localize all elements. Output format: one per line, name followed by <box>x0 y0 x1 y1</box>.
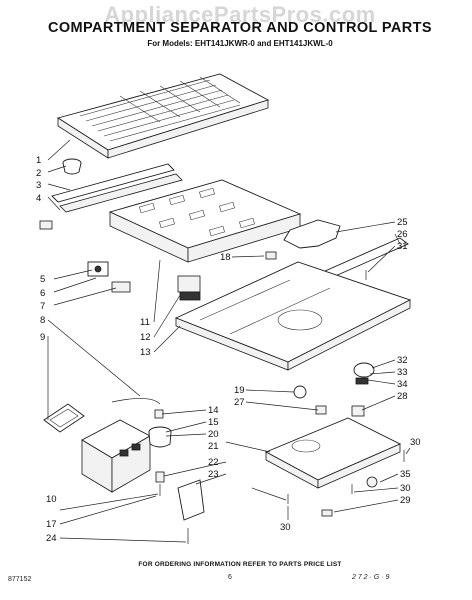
control-housing <box>81 419 151 493</box>
front-strip <box>51 163 183 213</box>
callout-7: 7 <box>40 301 45 312</box>
base-pan <box>264 417 402 489</box>
callout-33: 33 <box>397 367 408 378</box>
control-block <box>177 275 201 301</box>
callout-18: 18 <box>220 252 231 263</box>
callout-1: 1 <box>36 155 41 166</box>
callout-19: 19 <box>234 385 245 396</box>
freezer-liner <box>174 261 412 371</box>
capillary-tube <box>111 398 161 405</box>
callout-11: 11 <box>140 317 150 328</box>
leader-lines <box>47 139 411 543</box>
callout-13: 13 <box>140 347 151 358</box>
callout-31: 31 <box>397 241 408 252</box>
callout-34: 34 <box>397 379 408 390</box>
callout-5: 5 <box>40 274 45 285</box>
callout-35: 35 <box>400 469 411 480</box>
callout-12: 12 <box>140 332 151 343</box>
compartment-separator <box>108 179 302 263</box>
callout-27: 27 <box>234 397 245 408</box>
callout-28: 28 <box>397 391 408 402</box>
callout-24: 24 <box>46 533 57 544</box>
diagram-title: COMPARTMENT SEPARATOR AND CONTROL PARTS <box>47 20 432 36</box>
callout-3: 3 <box>36 180 41 191</box>
ordering-note: FOR ORDERING INFORMATION REFER TO PARTS … <box>138 561 342 568</box>
shelf-grille <box>56 73 270 159</box>
diagram-code: 877152 <box>8 576 32 583</box>
callout-9: 9 <box>40 332 45 343</box>
thermostat-bracket <box>87 261 131 293</box>
callout-14: 14 <box>208 405 219 416</box>
page-number: 6 <box>228 574 232 581</box>
callout-4: 4 <box>36 193 41 204</box>
callout-15: 15 <box>208 417 219 428</box>
callout-labels: 1 2 3 4 5 6 7 8 9 10 11 12 13 14 15 17 1… <box>36 155 421 544</box>
screws <box>159 270 405 544</box>
callout-10: 10 <box>46 494 57 505</box>
watermark: AppliancePartsPros.com <box>104 2 376 27</box>
callout-25: 25 <box>397 217 408 228</box>
callout-30c: 30 <box>280 522 291 533</box>
gasket <box>43 403 85 433</box>
callout-32: 32 <box>397 355 408 366</box>
callout-8: 8 <box>40 315 45 326</box>
callout-23: 23 <box>208 469 219 480</box>
callout-6: 6 <box>40 288 45 299</box>
callout-17: 17 <box>46 519 57 530</box>
damper-parts <box>293 362 375 417</box>
model-numbers: For Models: EHT141JKWR-0 and EHT141JKWL-… <box>147 39 333 48</box>
thermostat-assembly <box>148 409 172 483</box>
air-diffuser <box>283 219 341 249</box>
callout-29: 29 <box>400 495 411 506</box>
callout-30a: 30 <box>410 437 421 448</box>
callout-20: 20 <box>208 429 219 440</box>
print-date: 2 7 2 · G · 9 <box>352 574 390 581</box>
clip <box>39 220 53 230</box>
callout-30b: 30 <box>400 483 411 494</box>
callout-21: 21 <box>208 441 219 452</box>
mounting-bracket <box>177 479 205 521</box>
callout-22: 22 <box>208 457 219 468</box>
small-pad <box>265 251 277 260</box>
callout-26: 26 <box>397 229 408 240</box>
control-knob <box>62 158 82 175</box>
callout-2: 2 <box>36 168 41 179</box>
